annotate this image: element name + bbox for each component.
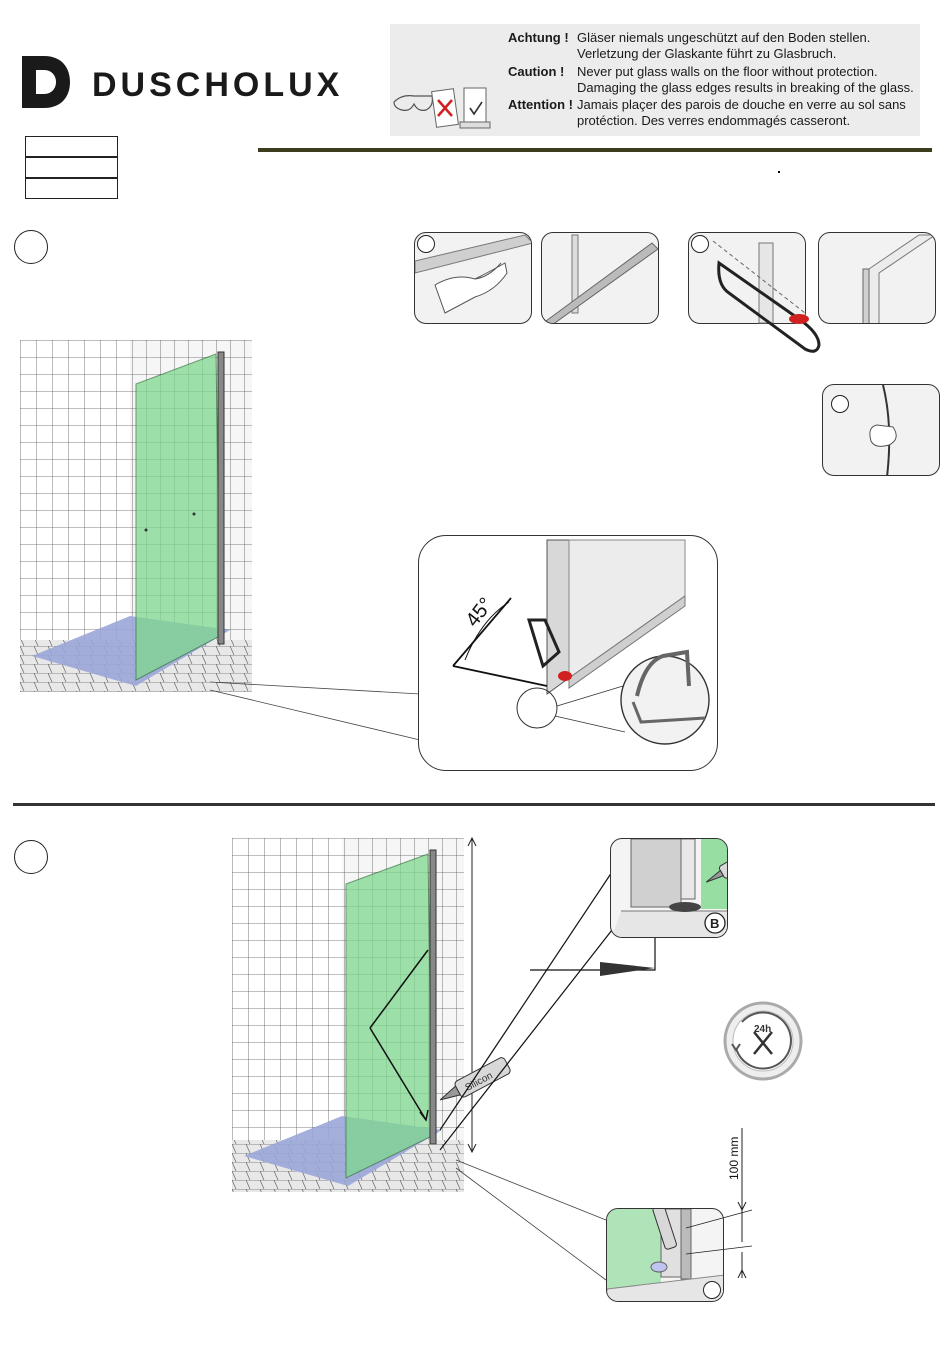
cure-time-clock-icon: 24h (723, 1001, 803, 1081)
warning-text-de: Gläser niemals ungeschützt auf den Boden… (577, 30, 871, 61)
seal-detail-panel: B (610, 838, 728, 938)
bottom-seal-illustration (607, 1209, 723, 1301)
detail-panel-hex-key (688, 232, 821, 353)
step-1-zoom-callout: 45° (418, 535, 718, 771)
seal-label: B (710, 916, 719, 931)
step-2-shower-illustration (232, 838, 464, 1192)
header-rule (258, 148, 932, 152)
left-tile-wall-2 (232, 838, 347, 1150)
detail-marker-d (703, 1281, 721, 1299)
section-divider (13, 803, 935, 806)
dimension-indicator: 100 mm (685, 1128, 753, 1279)
step-1-shower-illustration (20, 340, 252, 692)
detail-panel-profile-fitted (818, 232, 936, 324)
glass-protection-icons (393, 87, 491, 129)
seal-detail-illustration: B (611, 839, 727, 937)
dimension-label: 100 mm (727, 1137, 741, 1180)
brand-name: DUSCHOLUX (92, 66, 344, 104)
detail-panel-hand-grip (822, 384, 940, 476)
warning-label-de: Achtung ! (508, 30, 569, 45)
wall-profile-2 (429, 849, 437, 1145)
ok-protection-icon (459, 87, 491, 129)
step-1-marker (14, 230, 48, 264)
angle-label: 45° (462, 594, 498, 631)
wall-profile (217, 351, 225, 645)
safety-glasses-icon (393, 95, 433, 111)
hex-key-red-tip-zoom (558, 671, 572, 681)
bottom-seal-detail-panel (606, 1208, 724, 1302)
article-code-box-3 (25, 178, 118, 199)
header-dot (778, 171, 780, 173)
warning-text-en: Never put glass walls on the floor witho… (577, 64, 914, 95)
hex-key-illustration (712, 240, 821, 353)
article-code-box-1 (25, 136, 118, 157)
hand-grip-illustration (869, 385, 897, 475)
duscholux-logo-mark (22, 56, 70, 108)
step-2-marker (14, 840, 48, 874)
profile-fitted-illustration (862, 234, 935, 323)
remove-foil-illustration (415, 234, 531, 314)
glass-panel (135, 353, 221, 681)
warning-text-fr: Jamais plaçer des parois de douche en ve… (577, 97, 906, 128)
detail-marker-c (831, 395, 849, 413)
warning-label-fr: Attention ! (508, 97, 573, 112)
no-floor-icon (431, 88, 459, 128)
hex-key-red-tip (789, 314, 809, 324)
glass-panel-2 (345, 853, 433, 1179)
profile-strip-illustration (545, 234, 658, 323)
angle-detail-illustration: 45° (452, 539, 710, 745)
cure-time-label: 24h (754, 1024, 771, 1035)
detail-marker-b (691, 235, 709, 253)
detail-panel-profile-strip (541, 232, 659, 324)
left-tile-wall (20, 340, 135, 650)
warning-label-en: Caution ! (508, 64, 565, 79)
silicone-cartridge-icon: Silicon (439, 1057, 511, 1101)
article-code-box-2 (25, 157, 118, 178)
detail-panel-remove-foil (414, 232, 532, 324)
detail-marker-a (417, 235, 435, 253)
